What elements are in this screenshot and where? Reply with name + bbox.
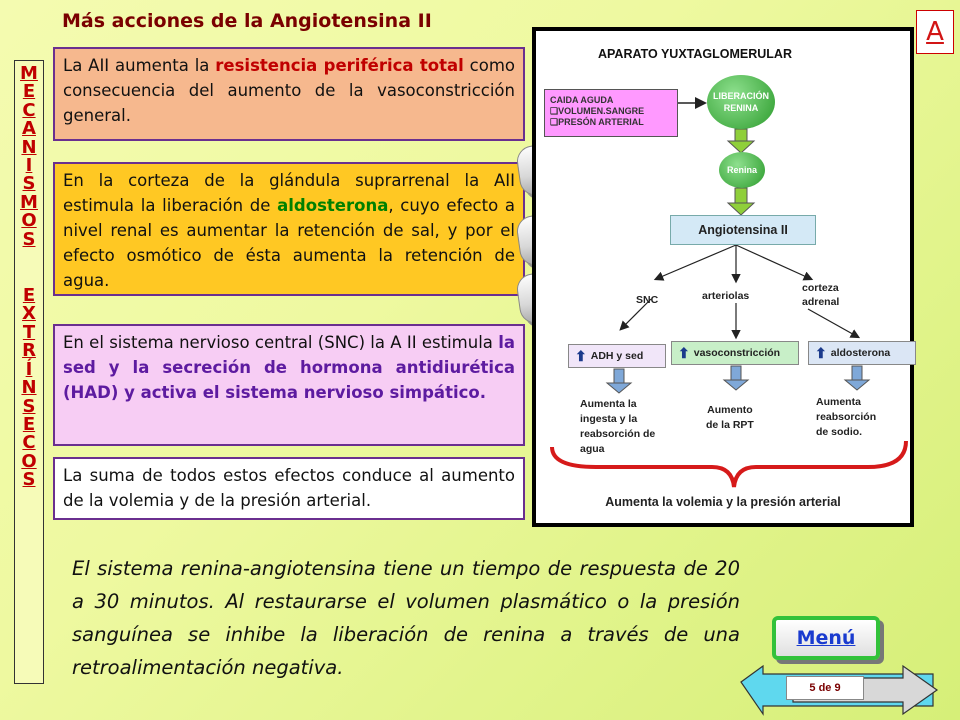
vertical-letter: N [21, 136, 37, 158]
caida-heading: CAIDA AGUDA [550, 95, 614, 105]
vertical-letter: O [21, 210, 37, 232]
summary-text-box: La suma de todos estos efectos conduce a… [53, 457, 525, 520]
arrow-shaft [734, 128, 748, 142]
vertical-letter: X [22, 303, 36, 325]
angiotensina-node: Angiotensina II [670, 215, 816, 245]
diagram-connectors [550, 97, 908, 488]
vertical-letter: C [22, 99, 36, 121]
adh-outcome: Aumenta la ingesta y la reabsorción de a… [580, 398, 656, 455]
vertical-letter: R [22, 340, 36, 362]
diagram-title: APARATO YUXTAGLOMERULAR [598, 47, 792, 61]
vaso-effect-box: ⬆ vasoconstricción [671, 341, 799, 365]
caida-item: ❑PRESÓN ARTERIAL [550, 117, 644, 127]
corteza-to-aldo-line [807, 308, 861, 339]
aldosterone-text-box: En la corteza de la glándula suprarrenal… [53, 162, 525, 296]
arrow-head [605, 382, 633, 394]
renina-node: Renina [719, 152, 765, 188]
arteriolas-label: arteriolas [702, 290, 750, 302]
up-arrow-icon: ⬆ [815, 345, 827, 361]
bottom-paragraph: El sistema renina-angiotensina tiene un … [72, 557, 740, 679]
menu-button[interactable]: Menú [772, 616, 880, 660]
aldo-effect-box: ⬆ aldosterona [808, 341, 916, 365]
vertical-letter: C [22, 432, 36, 454]
snc-label: SNC [636, 294, 659, 306]
vertical-letter: A [22, 118, 36, 140]
vertical-label: M E C A N I S M O S E X T R Í N S E C O … [14, 60, 44, 684]
slide-title: Más acciones de la Angiotensina II [62, 10, 432, 32]
vaso-outcome: Aumento de la RPT [706, 404, 754, 431]
summary-brace [550, 440, 908, 488]
vertical-letter: S [22, 469, 36, 491]
up-arrow-icon: ⬆ [575, 348, 587, 364]
up-arrow-icon: ⬆ [678, 345, 690, 361]
vertical-letter: E [22, 413, 36, 435]
vertical-letter: N [21, 377, 37, 399]
branch-corteza-line [735, 244, 814, 281]
vertical-letter: M [20, 63, 38, 84]
page-counter: 5 de 9 [786, 676, 864, 700]
arrow-shaft [734, 187, 748, 205]
resistance-text-box: La AII aumenta la resistencia periférica… [53, 47, 525, 141]
resistance-highlight: resistencia periférica total [215, 56, 464, 75]
arrow-head [722, 379, 750, 391]
vertical-letter: S [22, 173, 36, 195]
arrow-shaft [613, 368, 625, 384]
snc-highlight: la sed y la secreción de hormona antidiu… [63, 333, 515, 402]
arrow-head [726, 140, 756, 154]
vertical-letter: E [22, 285, 36, 307]
caida-item: ❑VOLUMEN.SANGRE [550, 106, 645, 116]
vertical-letter: E [22, 81, 36, 103]
liberacion-renina-node: LIBERACIÓN RENINA [707, 75, 775, 129]
aldo-outcome: Aumenta reabsorción de sodio. [816, 396, 877, 438]
yuxtaglomerular-diagram: APARATO YUXTAGLOMERULAR CAIDA AGUDA ❑VOL… [532, 27, 916, 527]
arrow-head [726, 202, 756, 216]
arrow-head [843, 379, 871, 391]
arrow-shaft [730, 365, 742, 381]
branch-snc-line [653, 244, 737, 281]
vertical-letter: O [21, 450, 37, 472]
vertical-letter: S [22, 228, 36, 250]
vertical-letter: T [22, 321, 36, 343]
snc-to-adh-line [619, 298, 652, 331]
vertical-letter: I [25, 155, 33, 177]
diagram-final-text: Aumenta la volemia y la presión arterial [605, 495, 841, 509]
arrow-shaft [851, 365, 863, 381]
corner-link[interactable]: A [916, 10, 954, 54]
vertical-letter: M [20, 191, 38, 213]
vertical-letter: S [22, 395, 36, 417]
corteza-label: corteza adrenal [802, 282, 840, 308]
caida-aguda-box: CAIDA AGUDA ❑VOLUMEN.SANGRE ❑PRESÓN ARTE… [544, 89, 678, 137]
adh-effect-box: ⬆ ADH y sed [568, 344, 666, 368]
snc-text-box: En el sistema nervioso central (SNC) la … [53, 324, 525, 446]
aldosterone-highlight: aldosterona [277, 196, 389, 215]
vertical-letter: Í [25, 358, 33, 380]
